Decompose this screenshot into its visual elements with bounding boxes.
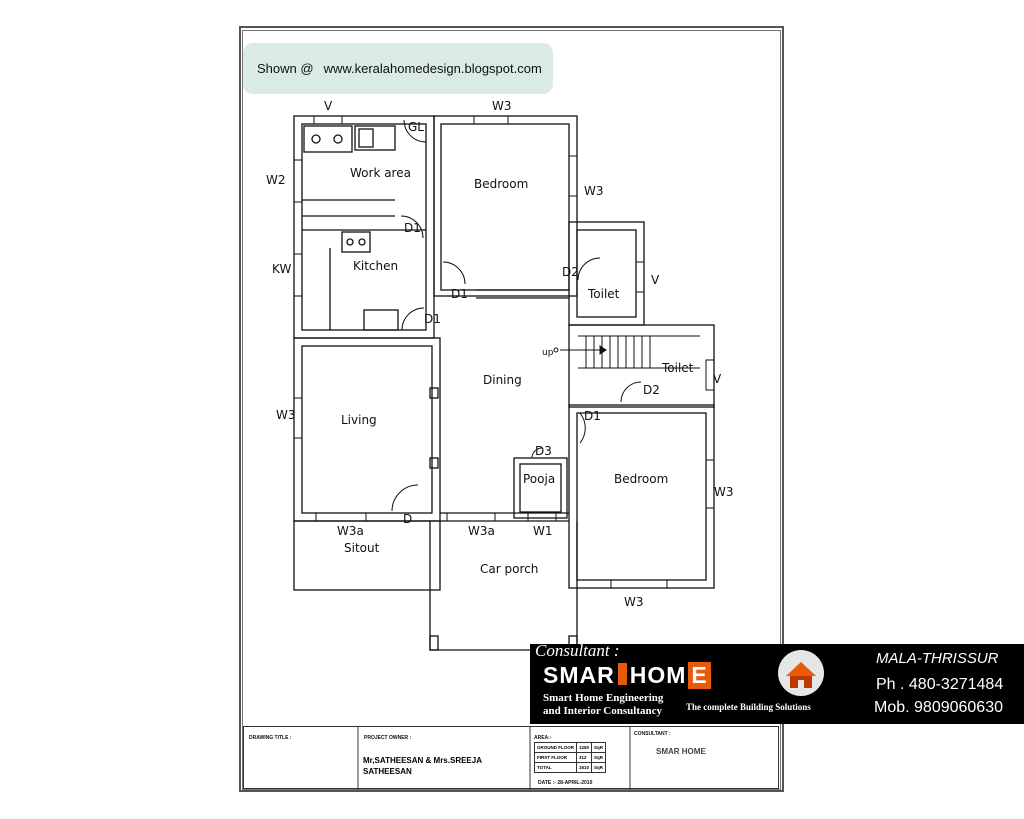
owner-line-1: Mr,SATHEESAN & Mrs.SREEJA [363,756,482,765]
room-living: Living [341,413,377,427]
brand-sub-1: Smart Home Engineering [543,692,664,704]
window-label: V [713,372,722,386]
area-unit: SqR [591,752,607,763]
window-label: V [651,273,660,287]
room-dining: Dining [483,373,522,387]
door-label: D [403,512,413,526]
area-value: 1610 [575,762,593,773]
project-owner-name: Mr,SATHEESAN & Mrs.SREEJA SATHEESAN [363,755,482,777]
room-pooja: Pooja [523,472,556,486]
window-label: KW [272,262,292,276]
room-car-porch: Car porch [480,562,539,576]
room-toilet-2: Toilet [662,361,694,375]
room-work-area: Work area [350,166,411,180]
area-name: GROUND FLOOR [534,742,577,753]
window-label: W3a [337,524,364,538]
area-table: GROUND FLOOR 1250 SqR FIRST FLOOR 312 Sq… [534,742,607,773]
window-label: V [324,99,333,113]
window-label: W3 [492,99,512,113]
window-label: W3a [468,524,495,538]
area-name: TOTAL [534,762,577,773]
room-bedroom-2: Bedroom [614,472,669,486]
window-label: W3 [276,408,296,422]
area-value: 1250 [575,742,593,753]
area-unit: SqR [591,762,607,773]
phone-label: Ph . 480-3271484 [876,676,1004,693]
window-label: W3 [584,184,604,198]
living-wall [293,337,441,522]
mobile-label: Mob. 9809060630 [874,699,1003,716]
drawing-title-label: DRAWING TITLE : [249,735,292,741]
room-toilet-1: Toilet [588,287,620,301]
brand-left: SMAR [543,662,615,688]
area-row: GROUND FLOOR 1250 SqR [534,742,607,753]
window-label: W3 [624,595,644,609]
window-label: W1 [533,524,553,538]
drawing-border [242,30,781,790]
brand-e: E [688,662,711,689]
bedroom1-wall [433,115,578,297]
door-label: D1 [451,287,468,301]
consultant-banner [530,644,1024,724]
brand-sub-2: and Interior Consultancy [543,705,662,717]
consultant-label: Consultant : [535,641,620,660]
brand-right: HOM [629,662,687,688]
watermark-prefix: Shown @ [257,61,314,76]
door-label: D1 [424,312,441,326]
door-label: D1 [404,221,421,235]
door-label: D3 [535,444,552,458]
door-label: GL [408,120,424,134]
room-sitout: Sitout [344,541,380,555]
pooja-wall [513,457,568,519]
title-block: DRAWING TITLE : PROJECT OWNER : AREA:- C… [243,726,779,790]
area-unit: SqR [591,742,607,753]
area-row: FIRST FLOOR 312 SqR [534,752,607,763]
area-label: AREA:- [534,735,552,741]
door-label: D2 [562,265,579,279]
date-label: DATE :- 28-APRIL-2010 [538,780,593,786]
watermark-banner: Shown @ www.keralahomedesign.blogspot.co… [243,43,553,94]
area-value: 312 [575,752,593,763]
toilet1-wall [568,221,645,326]
door-label: D1 [584,409,601,423]
house-logo-icon [778,650,824,696]
stair-up-label: up [542,348,554,358]
brand-tagline: The complete Building Solutions [686,702,811,712]
mini-brand: SMAR HOME [656,747,706,756]
area-name: FIRST FLOOR [534,752,577,763]
project-owner-label: PROJECT OWNER : [364,735,412,741]
window-label: W3 [714,485,734,499]
door-label: D2 [643,383,660,397]
area-row: TOTAL 1610 SqR [534,762,607,773]
room-kitchen: Kitchen [353,259,399,273]
watermark-site: www.keralahomedesign.blogspot.com [323,61,542,76]
sitout-outline [293,520,441,591]
brand-bar-icon [617,663,627,685]
room-bedroom-1: Bedroom [474,177,529,191]
city-label: MALA-THRISSUR [876,650,999,667]
consultant-small-label: CONSULTANT : [634,731,671,737]
owner-line-2: SATHEESAN [363,767,412,776]
window-label: W2 [266,173,286,187]
bedroom2-wall [568,404,715,589]
